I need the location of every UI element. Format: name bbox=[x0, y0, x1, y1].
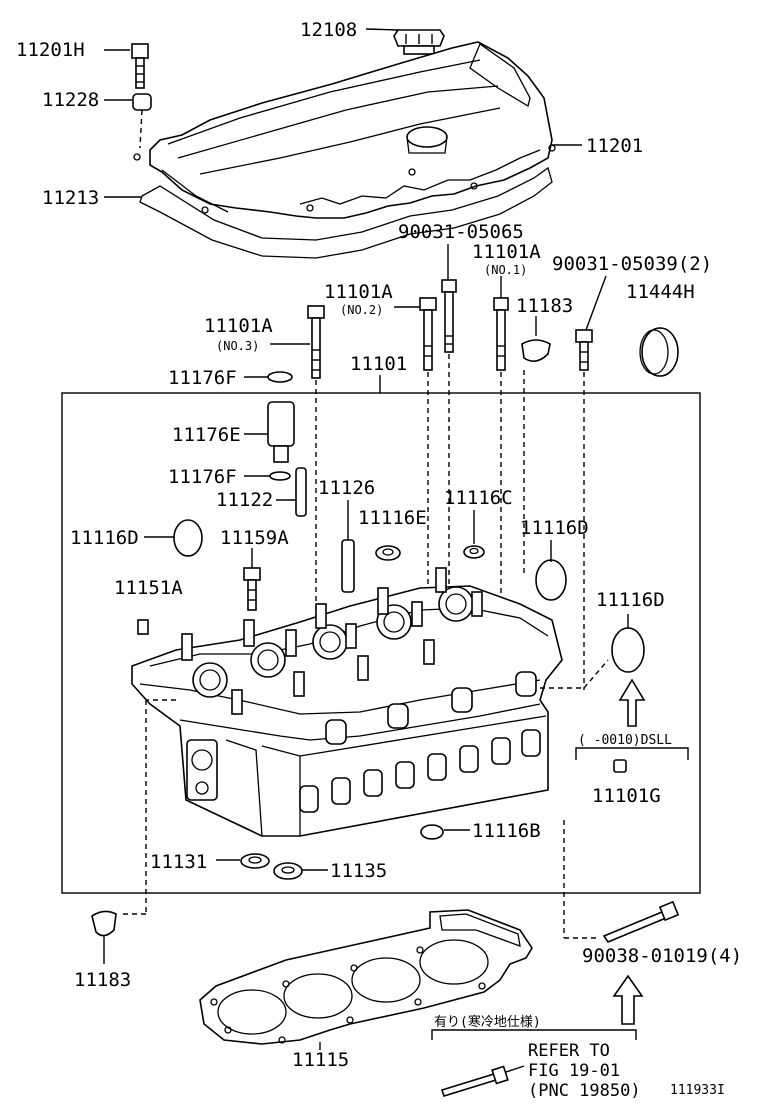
half-moon-plug-11183-top bbox=[521, 339, 551, 362]
label-no2: (NO.2) bbox=[340, 303, 383, 317]
plug-11444H bbox=[639, 327, 679, 377]
label-11115: 11115 bbox=[292, 1049, 349, 1071]
label-11126: 11126 bbox=[318, 477, 375, 499]
label-11176F-top: 11176F bbox=[168, 367, 237, 389]
label-11116B: 11116B bbox=[472, 820, 541, 842]
valve-cover-gasket-11213 bbox=[139, 166, 553, 259]
label-11101: 11101 bbox=[350, 353, 407, 375]
bolt-11159A bbox=[243, 567, 261, 611]
label-no1: (NO.1) bbox=[484, 263, 527, 277]
arrow-up-refer bbox=[612, 974, 644, 1025]
head-gasket-11115 bbox=[199, 909, 533, 1045]
valve-guide-11122 bbox=[295, 467, 307, 517]
bolt-90031-05039 bbox=[575, 329, 593, 371]
label-90038-01019: 90038-01019(4) bbox=[582, 945, 742, 967]
label-11116D-left: 11116D bbox=[70, 527, 139, 549]
ring-11135 bbox=[273, 862, 303, 880]
bolt-11201H bbox=[131, 43, 149, 89]
refer-line-2: FIG 19-01 bbox=[528, 1061, 620, 1081]
cylinder-head-body bbox=[131, 567, 563, 837]
cylinder-head-frame bbox=[61, 392, 701, 894]
label-dsll-note: ( -0010)DSLL bbox=[578, 733, 672, 748]
label-11101A-no2: 11101A bbox=[324, 281, 393, 303]
head-bolt-no2 bbox=[419, 297, 437, 371]
label-11213: 11213 bbox=[42, 187, 99, 209]
stud-bolt-90031-05065 bbox=[441, 279, 457, 353]
plug-11116D-far bbox=[611, 627, 645, 673]
label-11151A: 11151A bbox=[114, 577, 183, 599]
label-11116E: 11116E bbox=[358, 507, 427, 529]
valve-guide-11126 bbox=[341, 539, 355, 593]
dowel-pin-11151A bbox=[137, 619, 149, 635]
label-90031-05039: 90031-05039(2) bbox=[552, 253, 712, 275]
plug-11116D-left bbox=[173, 519, 203, 557]
label-11201H: 11201H bbox=[16, 39, 85, 61]
label-11116C: 11116C bbox=[444, 487, 513, 509]
nozzle-holder-11176E bbox=[267, 401, 295, 463]
o-ring-11176F-top bbox=[267, 371, 293, 383]
label-11116D-right: 11116D bbox=[520, 517, 589, 539]
label-11183-top: 11183 bbox=[516, 295, 573, 317]
bolt-90038-01019 bbox=[602, 900, 680, 943]
refer-line-3: (PNC 19850) bbox=[528, 1081, 641, 1101]
label-11176F-mid: 11176F bbox=[168, 466, 237, 488]
label-90031-05065: 90031-05065 bbox=[398, 221, 524, 243]
label-11201: 11201 bbox=[586, 135, 643, 157]
o-ring-11176F-mid bbox=[269, 471, 291, 481]
label-11135: 11135 bbox=[330, 860, 387, 882]
label-cold-region-note: 有り(寒冷地仕様) bbox=[434, 1014, 541, 1030]
seal-11116E bbox=[375, 545, 401, 561]
figure-id: 111933I bbox=[670, 1083, 725, 1098]
label-11101A-no1: 11101A bbox=[472, 241, 541, 263]
refer-line-1: REFER TO bbox=[528, 1041, 610, 1061]
label-11183-bottom: 11183 bbox=[74, 969, 131, 991]
valve-cover-11201 bbox=[133, 41, 556, 219]
head-bolt-no3 bbox=[307, 305, 325, 379]
label-no3: (NO.3) bbox=[216, 339, 259, 353]
glow-plug bbox=[440, 1065, 525, 1097]
label-11101A-no3: 11101A bbox=[204, 315, 273, 337]
plug-11116D-right bbox=[535, 559, 567, 601]
label-11176E: 11176E bbox=[172, 424, 241, 446]
label-11159A: 11159A bbox=[220, 527, 289, 549]
half-moon-plug-11183-bottom bbox=[91, 910, 117, 937]
seal-11116C bbox=[463, 545, 485, 559]
oil-filler-cap-12108 bbox=[393, 29, 445, 55]
ring-11131 bbox=[240, 853, 270, 869]
label-11228: 11228 bbox=[42, 89, 99, 111]
label-11116D-far: 11116D bbox=[596, 589, 665, 611]
grommet-11228 bbox=[132, 93, 152, 111]
pin-11101G bbox=[613, 759, 627, 773]
head-bolt-no1 bbox=[493, 297, 509, 371]
label-11131: 11131 bbox=[150, 851, 207, 873]
label-11101G: 11101G bbox=[592, 785, 661, 807]
label-12108: 12108 bbox=[300, 19, 357, 41]
label-11444H: 11444H bbox=[626, 281, 695, 303]
label-11122: 11122 bbox=[216, 489, 273, 511]
arrow-up-plug bbox=[618, 678, 646, 727]
plug-11116B bbox=[420, 824, 444, 840]
